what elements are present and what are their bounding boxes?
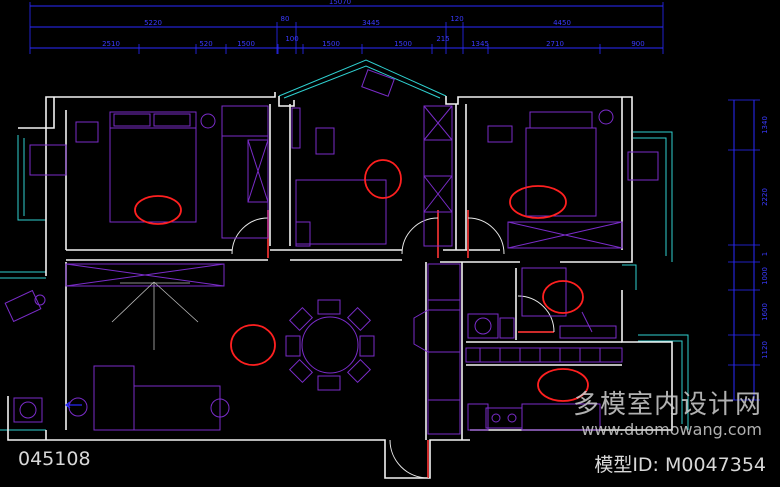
top-dimension-lines bbox=[29, 2, 664, 54]
dim-right-4: 1600 bbox=[761, 303, 769, 321]
dim-r2-1: 520 bbox=[199, 40, 212, 48]
model-id-label: 模型ID: M0047354 bbox=[594, 454, 766, 476]
annotation-marks bbox=[134, 159, 589, 402]
dim-right-1: 2220 bbox=[761, 188, 769, 206]
entry-arrows bbox=[65, 401, 82, 409]
dim-r2-2: 1500 bbox=[237, 40, 255, 48]
right-dimension-lines bbox=[728, 99, 760, 401]
dim-r2-4: 1500 bbox=[322, 40, 340, 48]
watermark-text: 多模室内设计网 bbox=[572, 390, 762, 420]
dim-r1-4: 4450 bbox=[553, 19, 571, 27]
dim-r2-5: 1500 bbox=[394, 40, 412, 48]
dim-r2-8: 2710 bbox=[546, 40, 564, 48]
mark-middle-room bbox=[364, 159, 402, 199]
windows bbox=[0, 59, 689, 431]
drawing-number-label: 045108 bbox=[18, 448, 91, 470]
dim-r2-6: 215 bbox=[436, 35, 449, 43]
right-dimension-text: 1340 2220 1 1000 1600 1120 bbox=[761, 116, 769, 359]
dim-right-3: 1000 bbox=[761, 267, 769, 285]
dim-overall: 15070 bbox=[329, 0, 351, 6]
top-dimension-text-row1: 5220 80 3445 120 4450 bbox=[144, 15, 571, 27]
dim-r1-3: 120 bbox=[450, 15, 463, 23]
dim-r1-1: 80 bbox=[281, 15, 290, 23]
mark-living-room bbox=[230, 324, 276, 366]
light-fixture bbox=[111, 281, 199, 350]
dim-right-0: 1340 bbox=[761, 116, 769, 134]
mark-bathroom bbox=[542, 280, 584, 314]
top-dimension-text-row2: 2510 520 1500 100 1500 1500 215 1345 271… bbox=[102, 35, 645, 48]
dim-r1-2: 3445 bbox=[362, 19, 380, 27]
doors bbox=[231, 210, 555, 479]
mark-right-bedroom bbox=[509, 185, 567, 219]
dim-r2-3: 100 bbox=[285, 35, 298, 43]
dim-r2-0: 2510 bbox=[102, 40, 120, 48]
furniture bbox=[4, 69, 659, 435]
dim-right-2: 1 bbox=[761, 252, 769, 256]
walls bbox=[7, 92, 673, 479]
dim-right-5: 1120 bbox=[761, 341, 769, 359]
mark-kitchen bbox=[537, 368, 589, 402]
watermark-url: www.duomowang.com bbox=[581, 420, 762, 439]
mark-master-bedroom bbox=[134, 195, 182, 225]
dim-r2-7: 1345 bbox=[471, 40, 489, 48]
top-dimension-text-row0: 15070 bbox=[329, 0, 351, 6]
dim-r2-9: 900 bbox=[631, 40, 644, 48]
dim-r1-0: 5220 bbox=[144, 19, 162, 27]
